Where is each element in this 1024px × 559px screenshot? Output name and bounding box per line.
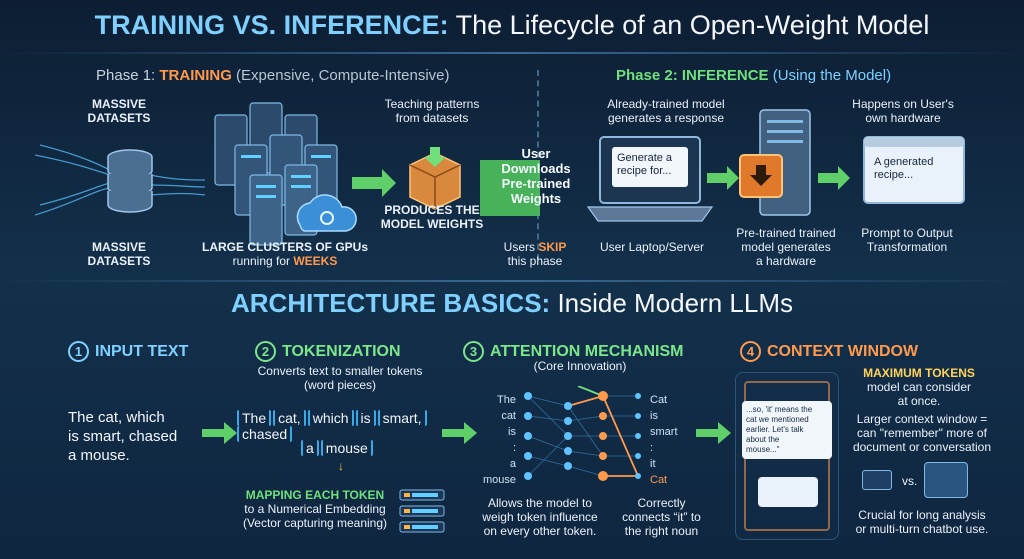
vs-label: vs. [902, 474, 918, 488]
larger-context-label: Larger context window =can "remember" mo… [852, 412, 992, 454]
token: which [307, 410, 354, 426]
attention-network [524, 386, 641, 481]
token: mouse [320, 440, 373, 456]
token: is [355, 410, 376, 426]
embedding-vectors-icon [399, 489, 445, 533]
gpu-caption: LARGE CLUSTERS OF GPUs running for WEEKS [201, 240, 368, 268]
output-window-icon [863, 136, 965, 204]
arrow-right-icon [696, 422, 731, 444]
training-diagram [34, 102, 540, 246]
phase2-heading: Phase 2: INFERENCE (Using the Model) [616, 67, 892, 84]
chat-bubble-icon [758, 477, 818, 507]
database-icon [107, 149, 153, 213]
arrow-down-icon: ↓ [338, 459, 344, 473]
token: a [301, 440, 319, 456]
page-title: TRAINING VS. INFERENCE: The Lifecycle of… [94, 10, 930, 40]
cloud-icon [296, 194, 357, 232]
data-streams [34, 144, 206, 216]
download-box-icon [739, 154, 783, 198]
mapping-label: MAPPING EACH TOKEN to a Numerical Embedd… [242, 488, 388, 530]
tokenization-desc: Converts text to smaller tokens(word pie… [257, 364, 423, 392]
attention-sub: (Core Innovation) [533, 359, 627, 373]
large-window-icon [924, 462, 968, 498]
token: smart, [377, 410, 427, 426]
skip-phase-label: Users SKIP this phase [503, 240, 567, 268]
arrow-right-icon [818, 166, 850, 190]
token: The [237, 410, 272, 426]
divider [0, 52, 1024, 54]
download-arrow-icon [480, 130, 540, 246]
small-window-icon [862, 470, 892, 490]
arrow-right-icon [707, 166, 739, 190]
arrow-right-icon [352, 169, 396, 197]
laptop-icon [586, 136, 714, 222]
phase1-heading: Phase 1: TRAINING (Expensive, Compute-In… [96, 67, 450, 84]
token: chased [237, 426, 293, 442]
token: cat, [273, 410, 306, 426]
section2-title: ARCHITECTURE BASICS: Inside Modern LLMs [230, 288, 794, 318]
weights-box-icon [409, 147, 461, 210]
laptop-caption: User Laptop/Server [599, 240, 705, 254]
inference-diagram [586, 109, 965, 222]
arrow-right-icon [442, 422, 477, 444]
gpu-lights-icon [241, 155, 331, 198]
section-divider [0, 280, 1024, 282]
arrow-right-icon [202, 422, 237, 444]
